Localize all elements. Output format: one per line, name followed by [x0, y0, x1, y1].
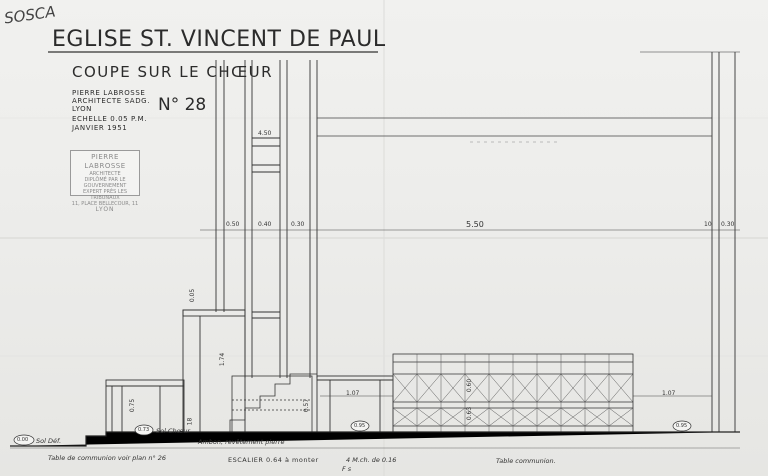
cabinet-brace [392, 373, 418, 403]
label-f: F s [342, 465, 352, 473]
floor-marker-2: 0.73 [138, 427, 150, 433]
stamp-address: 11, PLACE BELLECOUR, 11 [71, 201, 139, 207]
stamp-role: ARCHITECTE [89, 171, 121, 177]
cabinet-brace [512, 407, 538, 427]
stamp-line2: EXPERT PRÈS LES TRIBUNAUX [82, 189, 128, 201]
cabinet-brace [584, 407, 610, 427]
dim-1-74: 1.74 [219, 352, 227, 367]
dim-1-07-left: 1.07 [346, 390, 360, 397]
level-sol-choeur: Sol Chœur [156, 427, 191, 435]
dim-0-60: 0.60 [466, 378, 474, 393]
cabinet-brace [584, 373, 610, 403]
drawing-title: EGLISE ST. VINCENT DE PAUL [52, 27, 386, 52]
cabinet-brace [464, 407, 490, 427]
cabinet-brace [440, 373, 466, 403]
label-escalier: ESCALIER 0.64 à monter [228, 456, 319, 464]
cabinet-brace [536, 373, 562, 403]
label-marches: 4 M.ch. de 0.16 [346, 456, 397, 464]
dim-0-30: 0.30 [291, 221, 305, 228]
stamp-name: PIERRE LABROSSE [84, 153, 126, 170]
cabinet-brace [488, 407, 514, 427]
cabinet-brace [464, 373, 490, 403]
dim-0-50: 0.50 [226, 221, 240, 228]
drawing-scale: ECHELLE 0.05 P.M. [72, 115, 148, 123]
architect-city: LYON [72, 105, 93, 113]
label-ambon: Ambon, revêtement pierre [198, 438, 285, 446]
cabinet-brace [560, 407, 586, 427]
label-table-note: Table communion. [496, 457, 556, 465]
dim-10: 10 [704, 221, 712, 228]
drawing-subtitle: COUPE SUR LE CHŒUR [72, 63, 274, 81]
architect-stamp: PIERRE LABROSSE ARCHITECTE DIPLÔMÉ PAR L… [70, 150, 140, 213]
floor-marker-3: 0.95 [354, 423, 366, 429]
architect-role: ARCHITECTE SADG. [72, 97, 151, 105]
dim-5-50: 5.50 [466, 220, 484, 229]
cabinet-brace [416, 407, 442, 427]
sheet-number: N° 28 [158, 95, 207, 115]
stamp-line1: DIPLÔMÉ PAR LE GOUVERNEMENT [83, 177, 127, 189]
floor-marker-4: 0.95 [676, 423, 688, 429]
dim-18: 18 [186, 417, 194, 426]
cabinet-brace [488, 373, 514, 403]
cabinet-brace [440, 407, 466, 427]
cabinet-brace [416, 373, 442, 403]
cabinet-brace [608, 373, 634, 403]
stamp-city: LYON [95, 206, 115, 213]
label-table-communion: Table de communion voir plan n° 26 [48, 454, 167, 462]
cabinet-brace [536, 407, 562, 427]
dim-0-63: 0.63 [466, 406, 474, 421]
cabinet-brace [560, 373, 586, 403]
dim-1-07-right: 1.07 [662, 390, 676, 397]
cabinet-brace [608, 407, 634, 427]
dim-0-57: 0.57 [303, 398, 311, 413]
dim-0-05: 0.05 [189, 288, 197, 303]
dim-0-30-right: 0.30 [721, 221, 735, 228]
cabinet-brace [392, 407, 418, 427]
dim-0-40: 0.40 [258, 221, 272, 228]
drawing-date: JANVIER 1951 [72, 124, 128, 132]
dim-4-50: 4.50 [258, 130, 272, 137]
cabinet-brace [512, 373, 538, 403]
architect-name: PIERRE LABROSSE [72, 89, 146, 97]
level-sol-def: Sol Déf. [36, 437, 62, 445]
floor-marker-1: 0.00 [17, 437, 29, 443]
dim-0-75: 0.75 [129, 398, 137, 413]
